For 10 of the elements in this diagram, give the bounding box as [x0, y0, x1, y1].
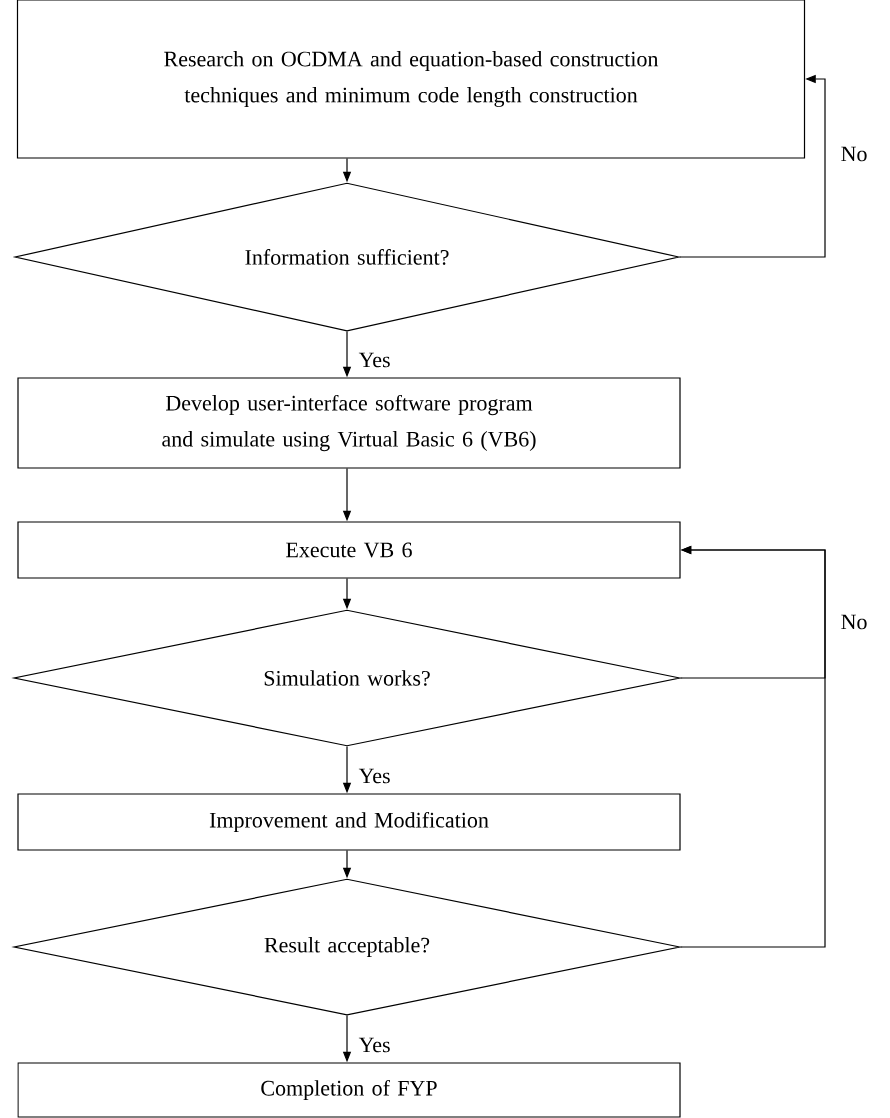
process-box: Develop user-interface software program and simulate using Virtual Basic 6 (VB6): [17, 377, 681, 469]
edge-label: No: [839, 613, 869, 631]
process-box: Completion of FYP: [17, 1062, 681, 1118]
edge-label: Yes: [357, 351, 392, 369]
edge-label: Yes: [357, 767, 392, 785]
process-box: Execute VB 6: [17, 521, 681, 579]
process-box: Research on OCDMA and equation-based construction techniques and minimum code length construction: [16, 0, 806, 159]
process-box: Improvement and Modification: [17, 793, 681, 851]
edge-label: Yes: [357, 1036, 392, 1054]
edge-label: No: [839, 145, 869, 163]
